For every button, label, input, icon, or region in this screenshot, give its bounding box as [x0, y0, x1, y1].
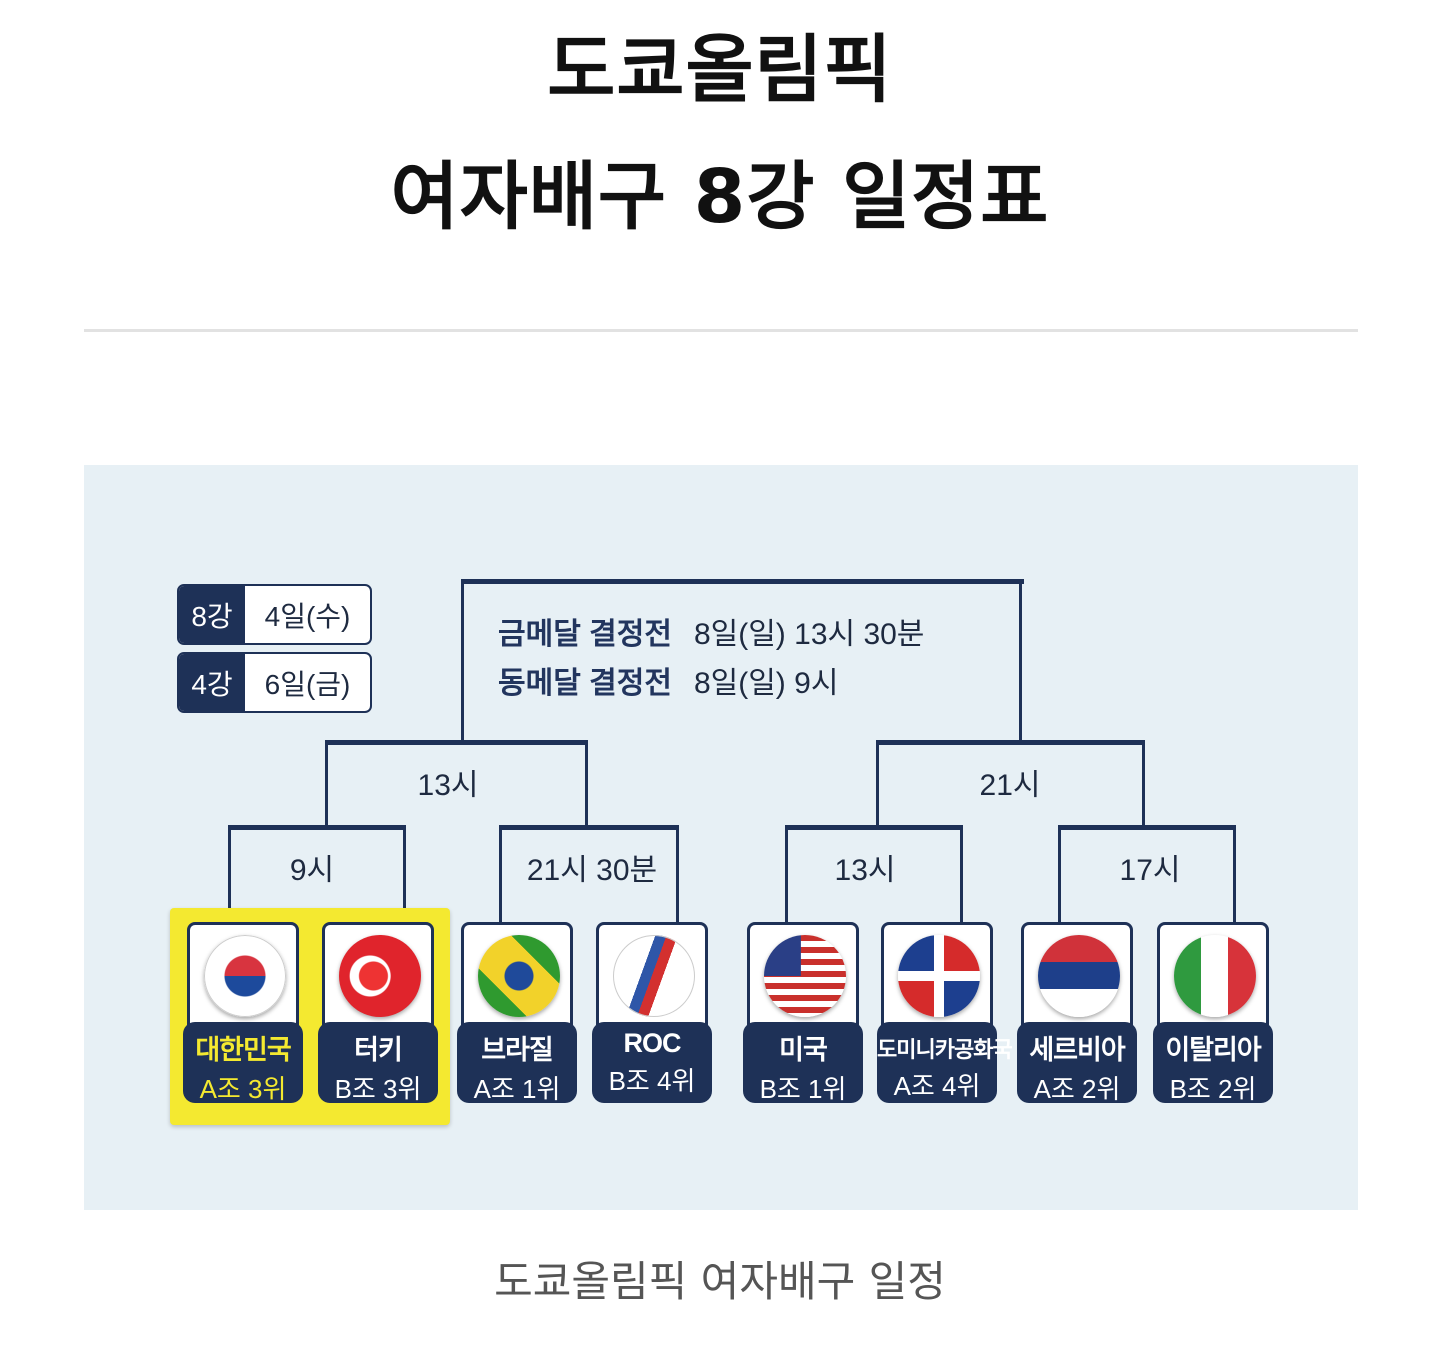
team-name: 브라질 [481, 1035, 554, 1065]
legend-round: 8강 [179, 586, 245, 643]
serbia-flag-icon [1038, 935, 1120, 1017]
team-name: 도미니카공화국 [877, 1037, 1013, 1062]
page-title-line2: 여자배구 8강 일정표 [390, 154, 1050, 240]
team-card: 세르비아 A조 2위 [1017, 922, 1137, 1104]
quarter-time: 21시 30분 [526, 854, 658, 887]
team-card: 대한민국 A조 3위 [183, 922, 303, 1104]
team-rank: A조 3위 [199, 1074, 287, 1104]
italy-flag-icon [1174, 935, 1256, 1017]
usa-flag-icon [764, 935, 846, 1017]
brazil-flag-icon [478, 935, 560, 1017]
team-card: 터키 B조 3위 [318, 922, 438, 1104]
semi-left-time: 13시 [417, 769, 479, 802]
team-name: 미국 [779, 1035, 828, 1065]
match-label: 동메달 결정전 [498, 667, 672, 700]
bronze-medal-match: 동메달 결정전 8일(일) 9시 [498, 658, 838, 702]
image-caption: 도쿄올림픽 여자배구 일정 [494, 1257, 946, 1306]
team-name: 대한민국 [195, 1035, 291, 1065]
team-card: 도미니카공화국 A조 4위 [877, 922, 1013, 1103]
quarter-time: 9시 [289, 854, 335, 887]
team-card: 이탈리아 B조 2위 [1153, 922, 1273, 1104]
legend-date: 4일(수) [264, 600, 351, 632]
legend-date: 6일(금) [264, 668, 351, 700]
team-rank: B조 2위 [1169, 1074, 1257, 1104]
legend-quarterfinal: 8강 4일(수) [177, 584, 372, 645]
gold-medal-match: 금메달 결정전 8일(일) 13시 30분 [498, 609, 924, 653]
team-rank: A조 4위 [893, 1071, 981, 1101]
korea-flag-icon [204, 935, 286, 1017]
team-rank: A조 2위 [1033, 1074, 1121, 1104]
roc-emblem-icon [613, 935, 695, 1017]
legend-semifinal: 4강 6일(금) [177, 652, 372, 713]
match-label: 금메달 결정전 [498, 618, 672, 651]
quarter-time: 13시 [834, 854, 896, 887]
team-card: 미국 B조 1위 [743, 922, 863, 1104]
match-time: 8일(일) 9시 [693, 667, 839, 700]
team-rank: B조 4위 [608, 1066, 696, 1096]
team-rank: A조 1위 [473, 1074, 561, 1104]
team-card: 브라질 A조 1위 [457, 922, 577, 1104]
legend-round: 4강 [179, 654, 245, 711]
team-name: 이탈리아 [1165, 1035, 1261, 1065]
team-name: 세르비아 [1029, 1035, 1125, 1065]
team-rank: B조 1위 [759, 1074, 847, 1104]
team-rank: B조 3위 [334, 1074, 422, 1104]
team-card: ROC B조 4위 [592, 922, 712, 1103]
divider [84, 329, 1358, 332]
team-name: 터키 [354, 1035, 403, 1065]
turkey-flag-icon [339, 935, 421, 1017]
dominican-flag-icon [898, 935, 980, 1017]
match-time: 8일(일) 13시 30분 [693, 618, 925, 651]
quarter-time: 17시 [1119, 854, 1181, 887]
semi-right-time: 21시 [979, 769, 1041, 802]
page-title-line1: 도쿄올림픽 [547, 27, 893, 113]
team-name: ROC [623, 1028, 682, 1058]
